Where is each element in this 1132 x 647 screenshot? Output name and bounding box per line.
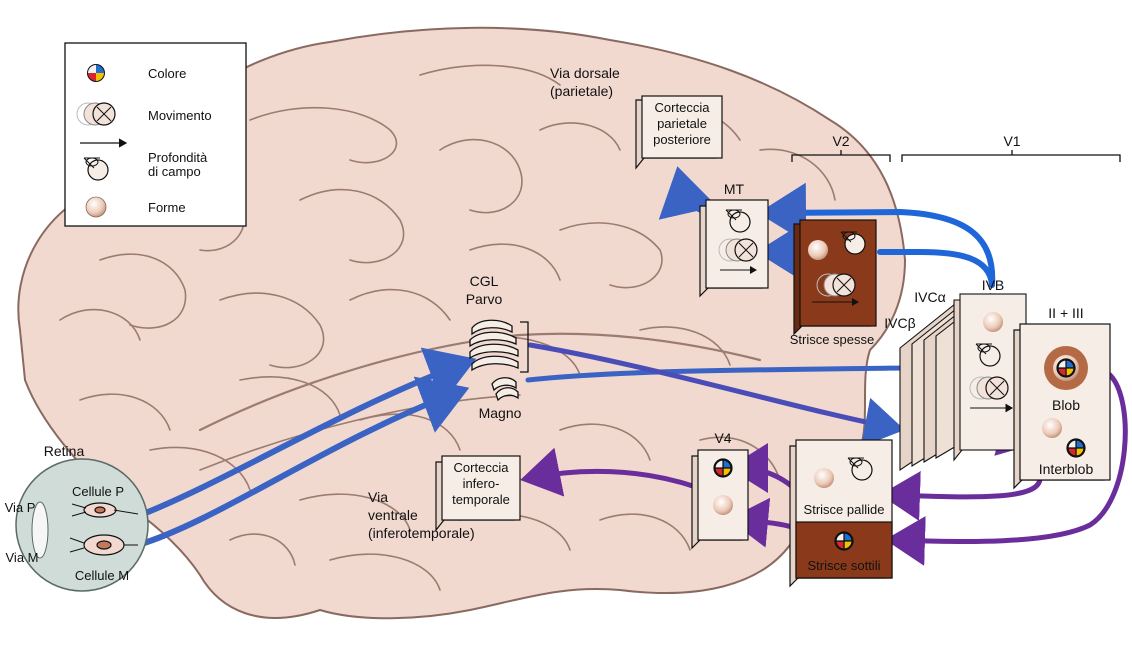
- parvo-to-ivc-beta: [527, 342, 905, 447]
- label-ivb: IVB: [982, 277, 1005, 293]
- label-v4: V4: [714, 430, 731, 446]
- label-via-ventrale-1: Via: [368, 489, 388, 505]
- legend-color-icon: [87, 64, 105, 82]
- box-corteccia-parietale: Corteccia parietale posteriore: [635, 95, 723, 170]
- label-v2: V2: [832, 133, 849, 149]
- label-via-ventrale-3: (inferotemporale): [368, 525, 475, 541]
- ivb-to-mt: [758, 182, 996, 288]
- v4-to-inferotemporal: [520, 447, 699, 497]
- legend-form-icon: [85, 196, 107, 218]
- v1-layers: [899, 292, 1027, 472]
- label-retina: Retina: [44, 443, 85, 459]
- label-ivc-beta: IVCβ: [884, 315, 915, 331]
- parvo-path-retina-cgl: [135, 347, 477, 519]
- box-ii-iii: [1013, 323, 1111, 490]
- label-via-m: Via M: [6, 550, 39, 565]
- label-corteccia-inf-1: Corteccia: [454, 460, 510, 475]
- legend-movimento: Movimento: [148, 108, 212, 123]
- label-cgl: CGL: [470, 273, 499, 289]
- label-corteccia-inf-3: temporale: [452, 492, 510, 507]
- pathways: [135, 166, 1128, 566]
- label-via-ventrale-2: ventrale: [368, 507, 418, 523]
- legend: Colore Movimento Profondità di campo For…: [64, 42, 247, 227]
- cgl-nucleus: [469, 319, 529, 402]
- box-mt: [699, 199, 769, 298]
- label-via-p: Via P: [5, 500, 36, 515]
- label-corteccia-par-3: posteriore: [653, 132, 711, 147]
- label-magno: Magno: [479, 405, 522, 421]
- interblob-to-pale: [880, 471, 1043, 521]
- retina: [15, 458, 149, 592]
- label-ivc-alpha: IVCα: [914, 289, 945, 305]
- label-via-dorsale-2: (parietale): [550, 83, 613, 99]
- label-strisce-sottili: Strisce sottili: [808, 558, 881, 573]
- label-cellule-m: Cellule M: [75, 568, 129, 583]
- label-interblob: Interblob: [1039, 461, 1094, 477]
- label-corteccia-par-1: Corteccia: [655, 100, 711, 115]
- legend-colore: Colore: [148, 66, 186, 81]
- label-ii-iii: II + III: [1048, 305, 1083, 321]
- ivb-to-thick: [877, 249, 995, 288]
- box-corteccia-inferotemporale: Corteccia infero- temporale: [435, 455, 521, 532]
- label-cellule-p: Cellule P: [72, 484, 124, 499]
- label-v1: V1: [1003, 133, 1020, 149]
- blob-to-thin: [885, 372, 1128, 566]
- label-parvo: Parvo: [466, 291, 503, 307]
- label-mt: MT: [724, 181, 745, 197]
- magno-path-retina-cgl: [135, 376, 470, 548]
- label-blob: Blob: [1052, 397, 1080, 413]
- box-v4: [691, 449, 749, 550]
- label-corteccia-inf-2: infero-: [463, 476, 500, 491]
- box-strisce-spesse: [793, 219, 877, 336]
- brace-v1: [901, 150, 1121, 162]
- legend-profondita-2: di campo: [148, 164, 201, 179]
- label-via-dorsale-1: Via dorsale: [550, 65, 620, 81]
- legend-depth-icon: [80, 138, 128, 181]
- label-corteccia-par-2: parietale: [657, 116, 707, 131]
- box-v2-stripes: [789, 439, 893, 588]
- brace-v2: [791, 150, 891, 162]
- legend-profondita-1: Profondità: [148, 150, 208, 165]
- label-strisce-pallide: Strisce pallide: [804, 502, 885, 517]
- legend-forme: Forme: [148, 200, 186, 215]
- label-strisce-spesse: Strisce spesse: [790, 332, 875, 347]
